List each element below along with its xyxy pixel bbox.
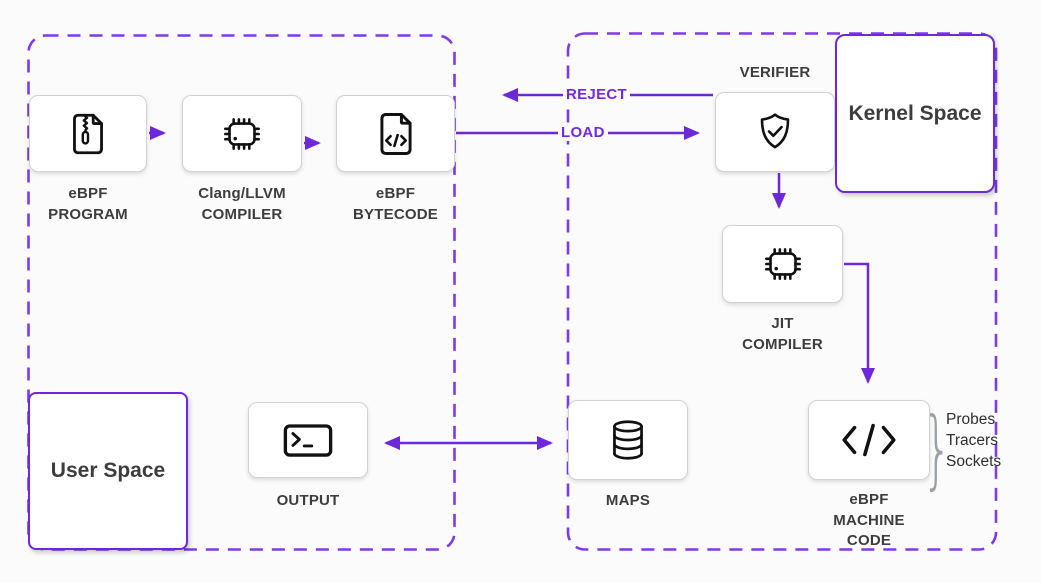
verifier-caption: VERIFIER <box>739 64 811 81</box>
node-ebpf-program <box>29 95 147 172</box>
node-jit-compiler <box>722 225 843 303</box>
node-ebpf-bytecode <box>336 95 455 172</box>
file-code-icon <box>370 107 422 161</box>
ebpf-bytecode-caption: eBPF BYTECODE <box>353 185 438 223</box>
node-clang-llvm-compiler <box>182 95 302 172</box>
shield-check-icon <box>749 106 801 158</box>
attachment-item-sockets: Sockets <box>946 453 1002 470</box>
attachment-item-probes: Probes <box>946 411 996 428</box>
node-output <box>248 402 368 478</box>
output-caption: OUTPUT <box>276 492 340 509</box>
load-edge-label: LOAD <box>558 124 608 141</box>
kernel-space-label-box: Kernel Space <box>835 34 995 193</box>
user-space-label-box: User Space <box>28 392 188 550</box>
file-zip-icon <box>63 108 113 160</box>
node-verifier <box>715 92 835 172</box>
attachment-list: Probes Tracers Sockets <box>946 409 1036 472</box>
node-ebpf-machine-code <box>808 400 930 480</box>
ebpf-machine-code-caption: eBPF MACHINE CODE <box>833 491 905 550</box>
node-maps <box>568 400 688 480</box>
code-icon <box>838 421 900 459</box>
ebpf-program-caption: eBPF PROGRAM <box>48 185 128 223</box>
cpu-chip-icon <box>757 239 809 289</box>
maps-caption: MAPS <box>605 492 651 509</box>
cpu-chip-icon <box>216 109 268 159</box>
database-icon <box>603 415 653 465</box>
arrow-jit-to-machine-code <box>844 262 875 384</box>
jit-compiler-caption: JIT COMPILER <box>742 315 823 353</box>
kernel-space-label: Kernel Space <box>848 101 982 125</box>
clang-compiler-caption: Clang/LLVM COMPILER <box>198 185 286 223</box>
reject-edge-label: REJECT <box>563 86 630 103</box>
kernel-space-boundary <box>566 32 998 551</box>
attachment-brace: } <box>922 399 953 499</box>
user-space-label: User Space <box>50 459 166 482</box>
terminal-icon <box>280 418 336 462</box>
attachment-item-tracers: Tracers <box>946 432 998 449</box>
